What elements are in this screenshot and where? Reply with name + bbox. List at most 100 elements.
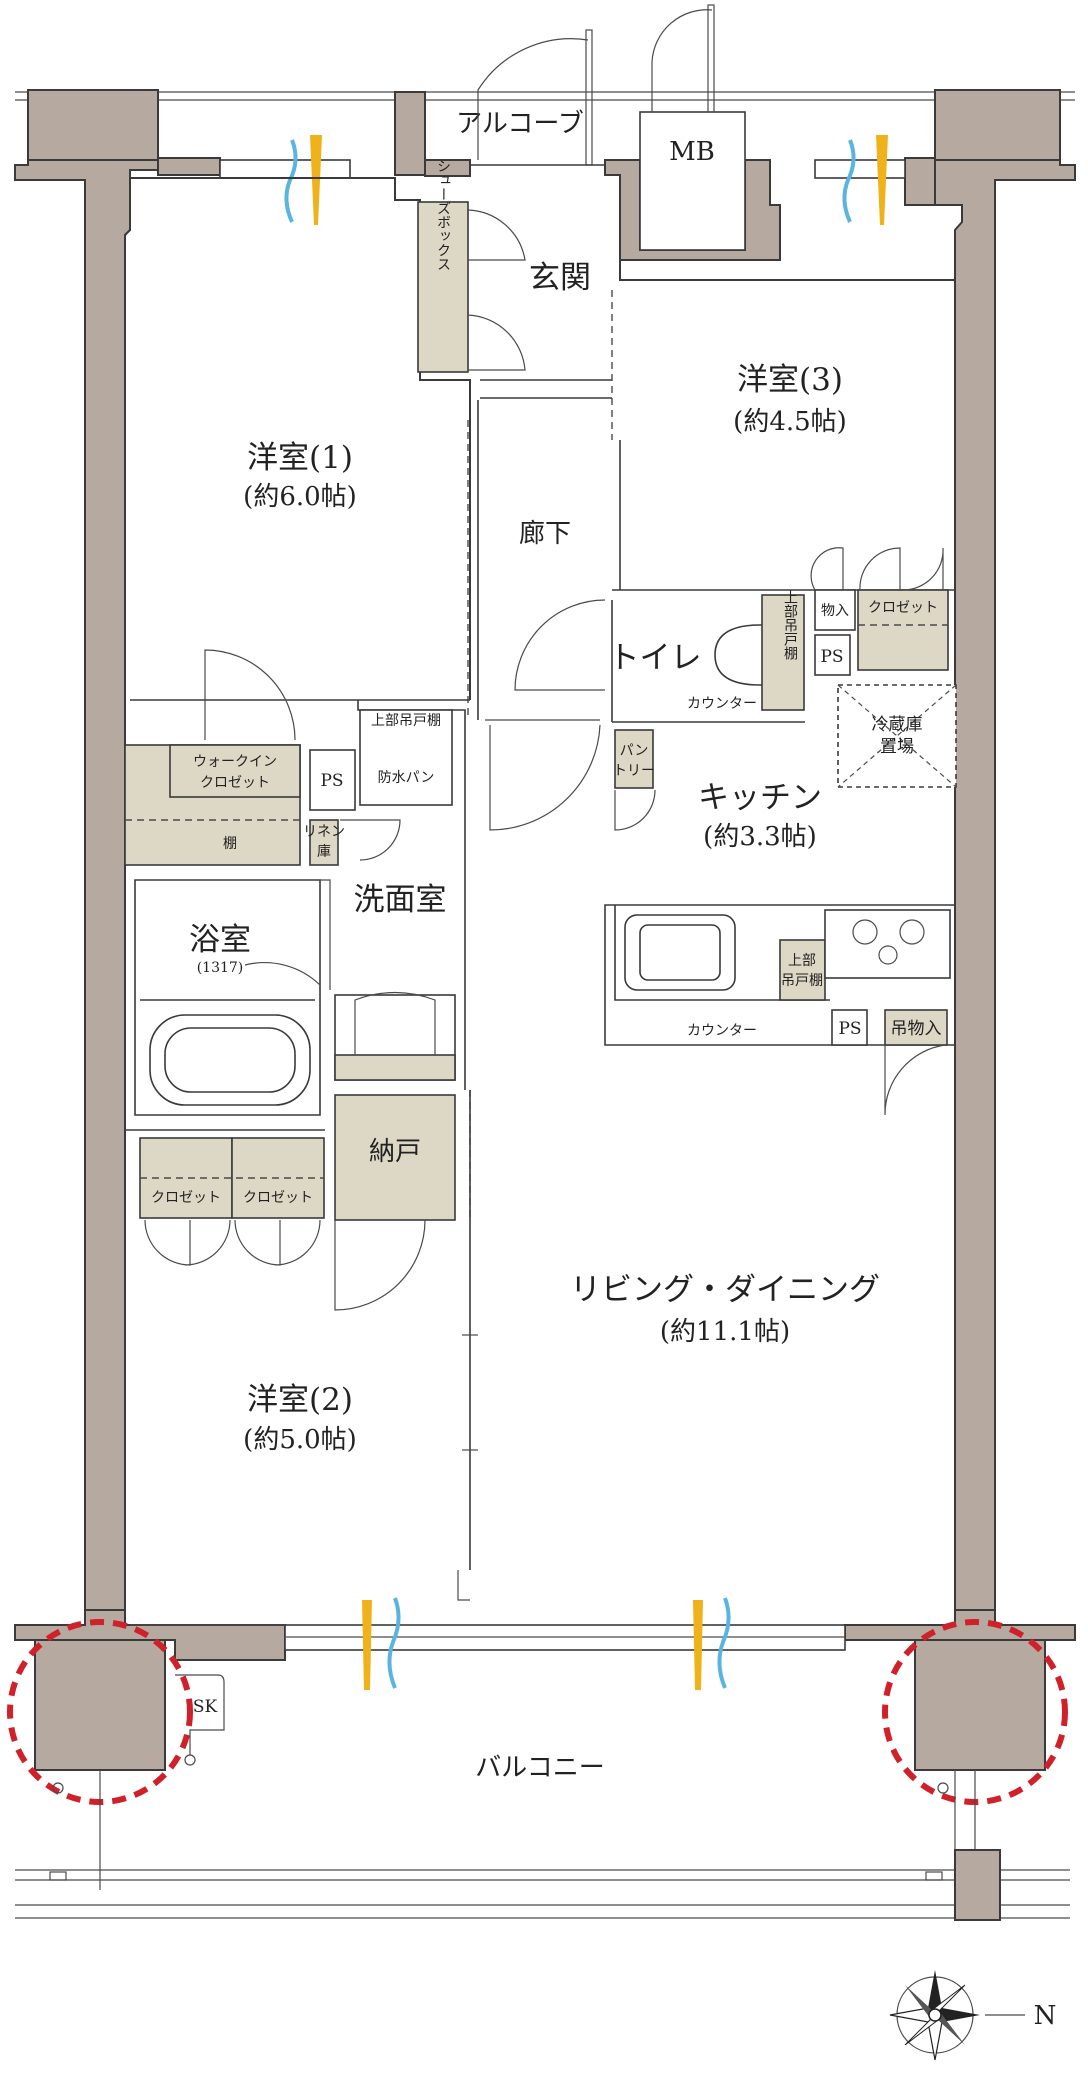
mb-door-arc	[651, 9, 713, 112]
divider-end	[457, 1570, 470, 1601]
wall-top-right-side	[934, 159, 1076, 1611]
washroom-upper-cabinet-label: 上部吊戸棚	[371, 713, 441, 729]
closet-room3	[857, 589, 949, 671]
hanging-storage	[884, 1009, 948, 1046]
hallway-label: 廊下	[519, 519, 571, 549]
walkin-ps-label: PS	[320, 771, 343, 791]
rail-bracket-right	[925, 1871, 943, 1881]
mb-box	[639, 111, 746, 251]
wash-basin-counter	[334, 1054, 456, 1081]
kitchen-stove	[824, 909, 951, 979]
wall-top-segment-2	[394, 91, 426, 176]
room2-closet-doors	[144, 1219, 321, 1266]
toilet-ps	[814, 634, 851, 676]
wash-basin-bowl	[354, 991, 436, 1056]
entrance-door-arc	[477, 38, 589, 160]
wall-top-left-column	[27, 89, 159, 161]
fridge-x2	[837, 684, 957, 788]
kitchen-ps-label: PS	[838, 1019, 861, 1039]
wall-top-segment-1	[157, 157, 221, 176]
room2-closet-a-label: クロゼット	[151, 1190, 221, 1206]
kitchen-counter-label: カウンター	[687, 1023, 757, 1039]
kitchen-ps	[831, 1009, 868, 1046]
column-bottom-left	[34, 1639, 166, 1771]
nando-door	[334, 1219, 426, 1311]
waterproof-pan-label: 防水パン	[378, 770, 435, 786]
vent-icon-living	[693, 1597, 731, 1690]
toilet-label: トイレ	[609, 640, 702, 676]
wall-top-right-column	[934, 89, 1061, 161]
burner-icon	[852, 919, 925, 965]
living-label: リビング・ダイニング	[570, 1272, 880, 1308]
storage-small-label: 物入	[821, 603, 849, 619]
hanging-storage-label: 吊物入	[891, 1019, 942, 1039]
kitchen-upper-label-2: 吊戸棚	[781, 973, 823, 989]
sk-sink-icon	[175, 1674, 225, 1766]
kitchen-upper-cabinet	[779, 939, 826, 1001]
closet-room3-label: クロゼット	[868, 600, 938, 616]
waterproof-pan	[359, 709, 453, 806]
hanging-storage-door	[884, 1044, 946, 1116]
balcony-label: バルコニー	[475, 1753, 604, 1783]
walkin-closet-inner	[169, 744, 301, 798]
north-label: N	[1034, 2001, 1057, 2031]
washroom-label: 洗面室	[354, 882, 447, 918]
storage-small-box	[814, 589, 856, 631]
bathroom-label: 浴室	[189, 922, 251, 958]
sk-label: SK	[193, 1697, 218, 1717]
room3-outer-line	[619, 230, 956, 281]
walkin-door	[204, 649, 296, 741]
walkin-ps	[309, 749, 356, 811]
room3-size: (約4.5帖)	[733, 407, 847, 437]
nando	[334, 1094, 456, 1221]
drain-left	[52, 1782, 64, 1794]
pantry-door	[614, 789, 656, 831]
room1-outer-line	[124, 177, 471, 700]
room2-label: 洋室(2)	[247, 1382, 353, 1418]
window-room3	[814, 159, 906, 179]
wall-top-segment-5	[904, 157, 936, 206]
walkin-label-1: ウォークイン	[193, 754, 277, 770]
balcony-post	[954, 1849, 1001, 1921]
toilet-door-arc	[514, 599, 606, 691]
vent-icon-room2	[362, 1597, 401, 1690]
fridge-x1	[837, 684, 957, 788]
kitchen-counter-outline	[604, 790, 956, 1046]
bathtub-inner	[164, 1027, 296, 1093]
bathroom-outline	[134, 879, 321, 1116]
toilet-counter-label: カウンター	[687, 696, 757, 712]
linen-label-1: リネン	[303, 824, 345, 840]
rail-bracket-left	[49, 1871, 67, 1881]
shoe-box-doors	[467, 209, 526, 371]
shoe-box-label: シューズボックス	[435, 159, 451, 271]
entrance-door-leaf	[585, 29, 593, 166]
toilet-upper-cabinet-label: 上部吊戸棚	[782, 590, 798, 660]
bathroom-door	[244, 879, 331, 990]
mb-door-leaf	[707, 4, 715, 113]
closet-room3-doors	[810, 547, 944, 591]
pantry-label-2: トリー	[613, 763, 655, 779]
kitchen-label: キッチン	[698, 780, 822, 816]
living-door	[485, 719, 601, 831]
toilet-upper-cabinet	[761, 594, 805, 711]
kitchen-counter-inner	[614, 905, 830, 1001]
walkin-label-2: クロゼット	[200, 775, 270, 791]
linen-door	[340, 819, 401, 861]
mb-label: MB	[669, 137, 715, 167]
room2-closet-b-label: クロゼット	[243, 1190, 313, 1206]
linen-storage	[309, 819, 339, 866]
column-bottom-right	[914, 1639, 1046, 1771]
vent-icon-room3	[842, 135, 888, 225]
kitchen-upper-label-1: 上部	[788, 953, 816, 969]
alcove-label: アルコーブ	[456, 109, 584, 139]
kitchen-sink-basin	[639, 924, 721, 981]
wall-top-segment-3	[424, 159, 471, 177]
shoe-box	[417, 201, 469, 373]
vent-icon-room1	[284, 135, 322, 225]
fridge-label-1: 冷蔵庫	[872, 715, 923, 735]
room1-label: 洋室(1)	[247, 440, 353, 476]
linen-label-2: 庫	[317, 843, 331, 860]
room1-size: (約6.0帖)	[243, 482, 357, 512]
kitchen-size: (約3.3帖)	[703, 822, 817, 852]
